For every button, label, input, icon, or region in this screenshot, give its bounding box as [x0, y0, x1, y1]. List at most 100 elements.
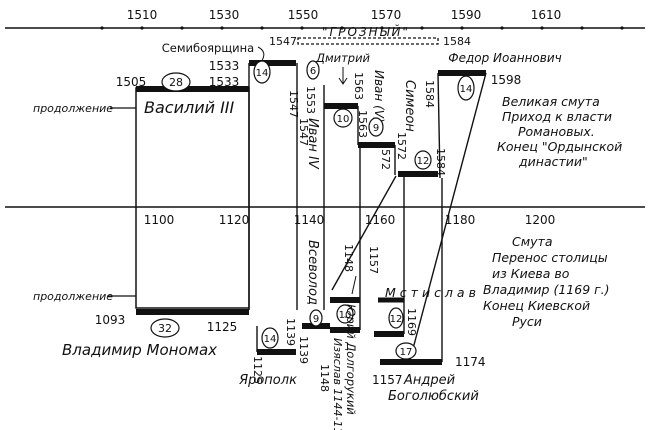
grozny-bar — [297, 37, 439, 45]
y1125: 1125 — [207, 320, 238, 334]
lower-note-line-2: Перенос столицы — [492, 250, 608, 265]
y1174: 1174 — [455, 355, 486, 369]
simeon-label: Симеон — [402, 80, 417, 132]
vasily-years: 28 — [169, 76, 183, 89]
upper-tick-1550: 1550 — [288, 8, 319, 22]
y1598: 1598 — [491, 73, 522, 87]
lower-tick-1100: 1100 — [144, 213, 175, 227]
upper-axis-dot — [500, 26, 504, 30]
yury-arrow — [351, 275, 357, 295]
lower-note-line-5: Конец Киевской — [483, 298, 590, 313]
mstislav-label: Мстислав — [385, 285, 480, 300]
y1533-top: 1533 — [209, 59, 240, 73]
upper-note-line-4: Конец "Ордынской — [497, 139, 622, 154]
y1125b: 1125 — [251, 356, 264, 384]
y1148a: 1148 — [318, 364, 331, 392]
ivan-v-label: Иван (V) — [372, 70, 386, 123]
lower-continuation: продолжение — [33, 290, 113, 303]
upper-note-line-5: династии" — [518, 154, 588, 169]
badge-14a — [253, 60, 271, 84]
upper-note-line-1: Великая смута — [502, 94, 600, 109]
badge-9b — [309, 309, 323, 327]
grozny-span: 1547 "ГРОЗНЫЙ" 1584 — [269, 24, 471, 48]
badge-12a-text: 12 — [417, 156, 430, 167]
badge-9b-text: 9 — [313, 314, 319, 325]
upper-tick-1530: 1530 — [209, 8, 240, 22]
badge-32 — [150, 318, 180, 338]
yury-diagonal — [331, 175, 397, 291]
lower-tick-1160: 1160 — [365, 213, 396, 227]
y1572b: 1572 — [395, 132, 408, 160]
y1584b: 1584 — [423, 80, 436, 108]
vasily-label: Василий III — [144, 98, 235, 117]
fedor-label: Федор Иоаннович — [448, 51, 561, 65]
upper-axis-dot — [220, 26, 224, 30]
upper-continuation: продолжение — [33, 102, 113, 115]
badge-10a-text: 10 — [337, 114, 350, 125]
grozny-start-year: 1547 — [269, 35, 297, 48]
badge-6 — [306, 60, 320, 80]
upper-tick-1510: 1510 — [127, 8, 158, 22]
ivan-iv-label: Иван IV — [305, 118, 320, 170]
lower-note-line-1: Смута — [512, 234, 553, 249]
badge-12b-text: 12 — [390, 314, 403, 325]
andrey-label: Андрей — [403, 373, 455, 388]
vsevolod-label: Всеволод — [305, 240, 320, 305]
dmitry-arrow — [338, 67, 348, 85]
bogolyubsky-label: Боголюбский — [388, 389, 479, 404]
y1553: 1553 — [304, 86, 317, 114]
fedor-left — [437, 72, 441, 179]
badge-17 — [395, 342, 417, 360]
upper-axis-dot — [580, 26, 584, 30]
y1563: 1563 — [352, 72, 365, 100]
upper-dynasty: продолжение 1505 28 1533 Василий III 153… — [33, 59, 522, 361]
upper-axis-dot — [460, 26, 464, 30]
y1547b: 1547 — [297, 118, 310, 146]
y1572: 1572 — [379, 142, 392, 170]
vladimir-label: Владимир Мономах — [62, 341, 217, 359]
lower-tick-1120: 1120 — [219, 213, 250, 227]
upper-note-line-3: Романовых. — [518, 124, 595, 139]
y1563b: 1563 — [356, 110, 369, 138]
upper-note-line-2: Приход к власти — [502, 109, 612, 124]
badge-12a — [414, 150, 432, 170]
y1139b: 1139 — [297, 336, 310, 364]
upper-axis-dot — [100, 26, 104, 30]
badge-10b — [336, 304, 354, 324]
y1093: 1093 — [95, 313, 126, 327]
y1584: 1584 — [434, 148, 447, 176]
y1139: 1139 — [284, 318, 297, 346]
upper-axis-dot — [180, 26, 184, 30]
badge-9a — [368, 117, 384, 137]
vasily-years-badge — [161, 72, 191, 92]
upper-axis: 1510 1530 1550 1570 1590 1610 — [5, 8, 645, 30]
badge-32-text: 32 — [158, 322, 172, 335]
y1547: 1547 — [287, 90, 300, 118]
upper-tick-1570: 1570 — [371, 8, 402, 22]
upper-axis-dot — [340, 26, 344, 30]
y1157b: 1157 — [372, 373, 403, 387]
upper-notes: Великая смута Приход к власти Романовых.… — [497, 94, 622, 169]
yaropolk-label: Ярополк — [238, 373, 297, 388]
lower-tick-1180: 1180 — [445, 213, 476, 227]
lower-notes: Смута Перенос столицы из Киева во Владим… — [483, 234, 610, 329]
badge-6-text: 6 — [310, 66, 316, 77]
upper-axis-tick-marks — [100, 26, 624, 30]
izyaslav-label: Изяслав 1144-1154 — [331, 338, 344, 430]
lower-axis: 1100 1120 1140 1160 1180 1200 — [5, 206, 645, 227]
semiboyarshchina-arrow — [257, 46, 265, 63]
badge-10b-text: 10 — [339, 310, 352, 321]
upper-axis-dot — [540, 26, 544, 30]
badge-10a — [333, 108, 353, 128]
semiboyarshchina-label: Семибоярщина — [162, 41, 254, 55]
vasily-box — [135, 87, 250, 309]
y1157: 1157 — [367, 246, 380, 274]
yury-label: Юрий Долгорукий — [344, 304, 358, 415]
upper-axis-dot — [620, 26, 624, 30]
badge-14b-text: 14 — [460, 84, 473, 95]
vasily-start-year: 1505 — [116, 75, 147, 89]
badge-14c — [261, 327, 279, 349]
badge-14c-text: 14 — [264, 334, 277, 345]
upper-axis-dot — [300, 26, 304, 30]
